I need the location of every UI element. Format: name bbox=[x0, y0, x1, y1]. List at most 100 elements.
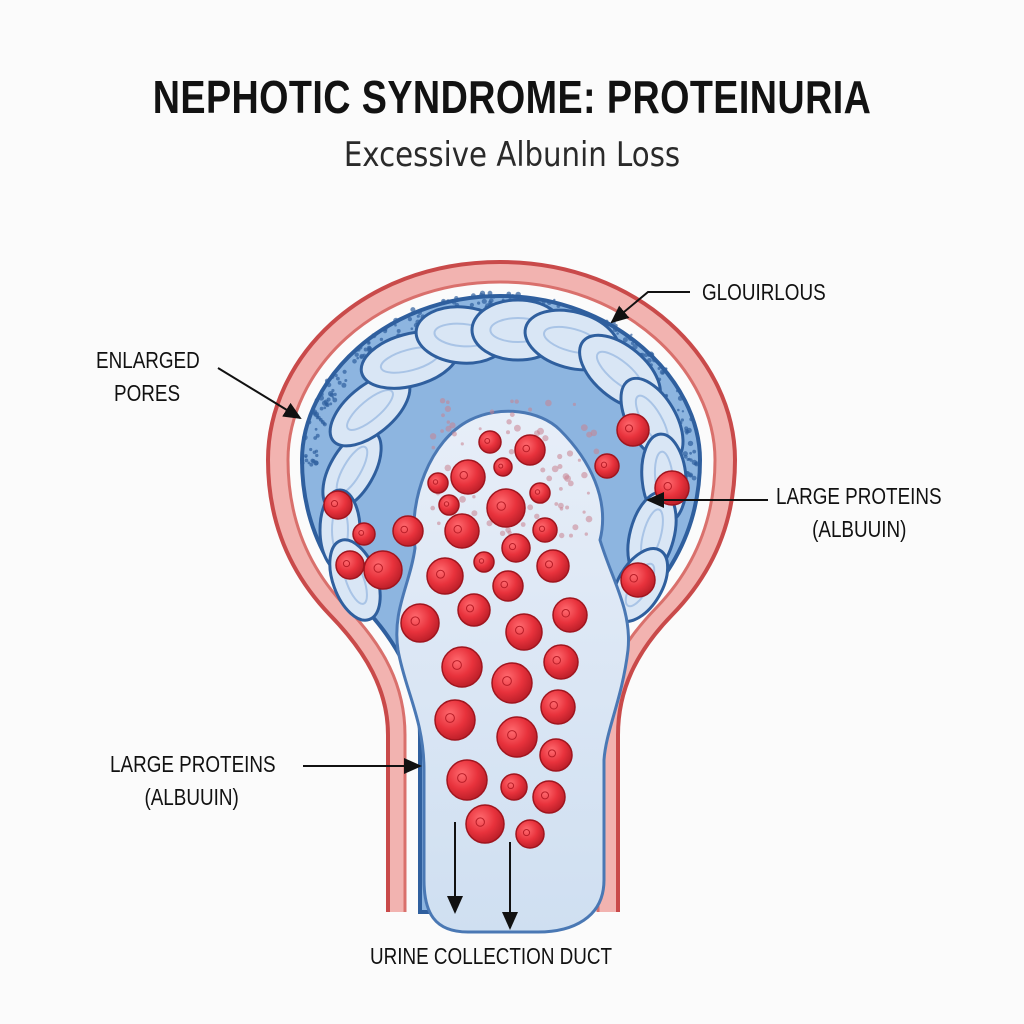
albumin-protein-icon bbox=[487, 489, 525, 527]
membrane-speck bbox=[341, 383, 346, 388]
membrane-speck bbox=[327, 398, 331, 402]
membrane-speck bbox=[682, 410, 684, 412]
membrane-speck bbox=[397, 329, 401, 333]
membrane-speck bbox=[628, 336, 633, 341]
leak-dot bbox=[441, 413, 445, 417]
leak-dot bbox=[521, 522, 526, 527]
leak-dot bbox=[583, 510, 586, 513]
leak-dot bbox=[447, 420, 450, 423]
membrane-speck bbox=[553, 299, 555, 301]
leak-dot bbox=[515, 399, 519, 403]
albumin-protein-icon bbox=[435, 700, 475, 740]
membrane-speck bbox=[652, 358, 657, 363]
membrane-speck bbox=[332, 398, 337, 403]
leak-dot bbox=[573, 403, 576, 406]
leak-dot bbox=[578, 459, 581, 462]
membrane-speck bbox=[327, 383, 332, 388]
membrane-speck bbox=[605, 320, 608, 323]
albumin-protein-icon bbox=[516, 820, 544, 848]
membrane-speck bbox=[307, 420, 310, 423]
membrane-speck bbox=[688, 441, 693, 446]
membrane-speck bbox=[315, 454, 318, 457]
membrane-speck bbox=[305, 456, 307, 458]
leak-dot bbox=[559, 533, 564, 538]
membrane-speck bbox=[302, 435, 308, 441]
membrane-speck bbox=[316, 434, 320, 438]
membrane-speck bbox=[308, 462, 311, 465]
membrane-speck bbox=[393, 318, 399, 324]
membrane-speck bbox=[507, 292, 512, 297]
membrane-speck bbox=[692, 476, 697, 481]
membrane-speck bbox=[684, 426, 688, 430]
leak-dot bbox=[510, 412, 515, 417]
leak-dot bbox=[558, 464, 563, 469]
leak-dot bbox=[445, 406, 451, 412]
membrane-speck bbox=[330, 375, 334, 379]
albumin-protein-icon bbox=[544, 645, 578, 679]
label-glomerulus: GLOUIRLOUS bbox=[702, 276, 826, 309]
membrane-speck bbox=[681, 418, 684, 421]
membrane-speck bbox=[336, 377, 340, 381]
leak-dot bbox=[569, 534, 573, 538]
label-enlarged-pores: ENLARGED PORES bbox=[96, 344, 200, 410]
membrane-speck bbox=[683, 451, 688, 456]
leak-dot bbox=[563, 473, 570, 480]
leak-dot bbox=[461, 442, 464, 445]
membrane-speck bbox=[625, 335, 628, 338]
membrane-speck bbox=[371, 333, 376, 338]
membrane-speck bbox=[323, 406, 326, 409]
albumin-protein-icon bbox=[533, 518, 557, 542]
membrane-speck bbox=[344, 379, 347, 382]
leak-dot bbox=[459, 496, 466, 503]
membrane-speck bbox=[687, 458, 690, 461]
membrane-speck bbox=[694, 462, 697, 465]
albumin-protein-icon bbox=[336, 551, 364, 579]
membrane-speck bbox=[333, 393, 336, 396]
membrane-speck bbox=[330, 393, 334, 397]
membrane-speck bbox=[355, 348, 358, 351]
albumin-protein-icon bbox=[479, 431, 501, 453]
leak-dot bbox=[506, 419, 511, 424]
membrane-speck bbox=[660, 370, 665, 375]
leak-dot bbox=[528, 408, 532, 412]
membrane-speck bbox=[352, 359, 357, 364]
albumin-protein-icon bbox=[427, 558, 463, 594]
membrane-speck bbox=[380, 338, 383, 341]
albumin-protein-icon bbox=[501, 774, 527, 800]
membrane-speck bbox=[483, 294, 486, 297]
albumin-protein-icon bbox=[515, 435, 545, 465]
albumin-protein-icon bbox=[442, 647, 482, 687]
membrane-speck bbox=[511, 294, 515, 298]
membrane-speck bbox=[665, 367, 668, 370]
albumin-protein-icon bbox=[537, 550, 569, 582]
leak-dot bbox=[585, 532, 588, 535]
membrane-speck bbox=[305, 459, 309, 463]
leak-dot bbox=[527, 504, 533, 510]
membrane-speck bbox=[410, 307, 415, 312]
albumin-protein-icon bbox=[506, 614, 542, 650]
leak-dot bbox=[554, 502, 558, 506]
leak-dot bbox=[581, 424, 588, 431]
leak-dot bbox=[581, 472, 587, 478]
membrane-speck bbox=[309, 448, 312, 451]
albumin-protein-icon bbox=[493, 571, 523, 601]
albumin-protein-icon bbox=[451, 460, 485, 494]
leak-dot bbox=[510, 400, 514, 404]
albumin-protein-icon bbox=[393, 516, 423, 546]
leak-dot bbox=[449, 422, 455, 428]
leak-dot bbox=[545, 400, 552, 407]
albumin-protein-icon bbox=[401, 604, 439, 642]
albumin-protein-icon bbox=[553, 598, 587, 632]
leak-dot bbox=[472, 495, 475, 498]
albumin-protein-icon bbox=[445, 514, 479, 548]
membrane-speck bbox=[331, 389, 334, 392]
leak-dot bbox=[490, 410, 495, 415]
membrane-speck bbox=[334, 374, 337, 377]
membrane-speck bbox=[489, 298, 494, 303]
albumin-protein-icon bbox=[595, 454, 619, 478]
leak-dot bbox=[534, 514, 539, 519]
label-urine-collection-duct: URINE COLLECTION DUCT bbox=[370, 940, 612, 973]
leak-dot bbox=[437, 522, 441, 526]
leak-dot bbox=[586, 516, 593, 523]
membrane-speck bbox=[319, 392, 324, 397]
